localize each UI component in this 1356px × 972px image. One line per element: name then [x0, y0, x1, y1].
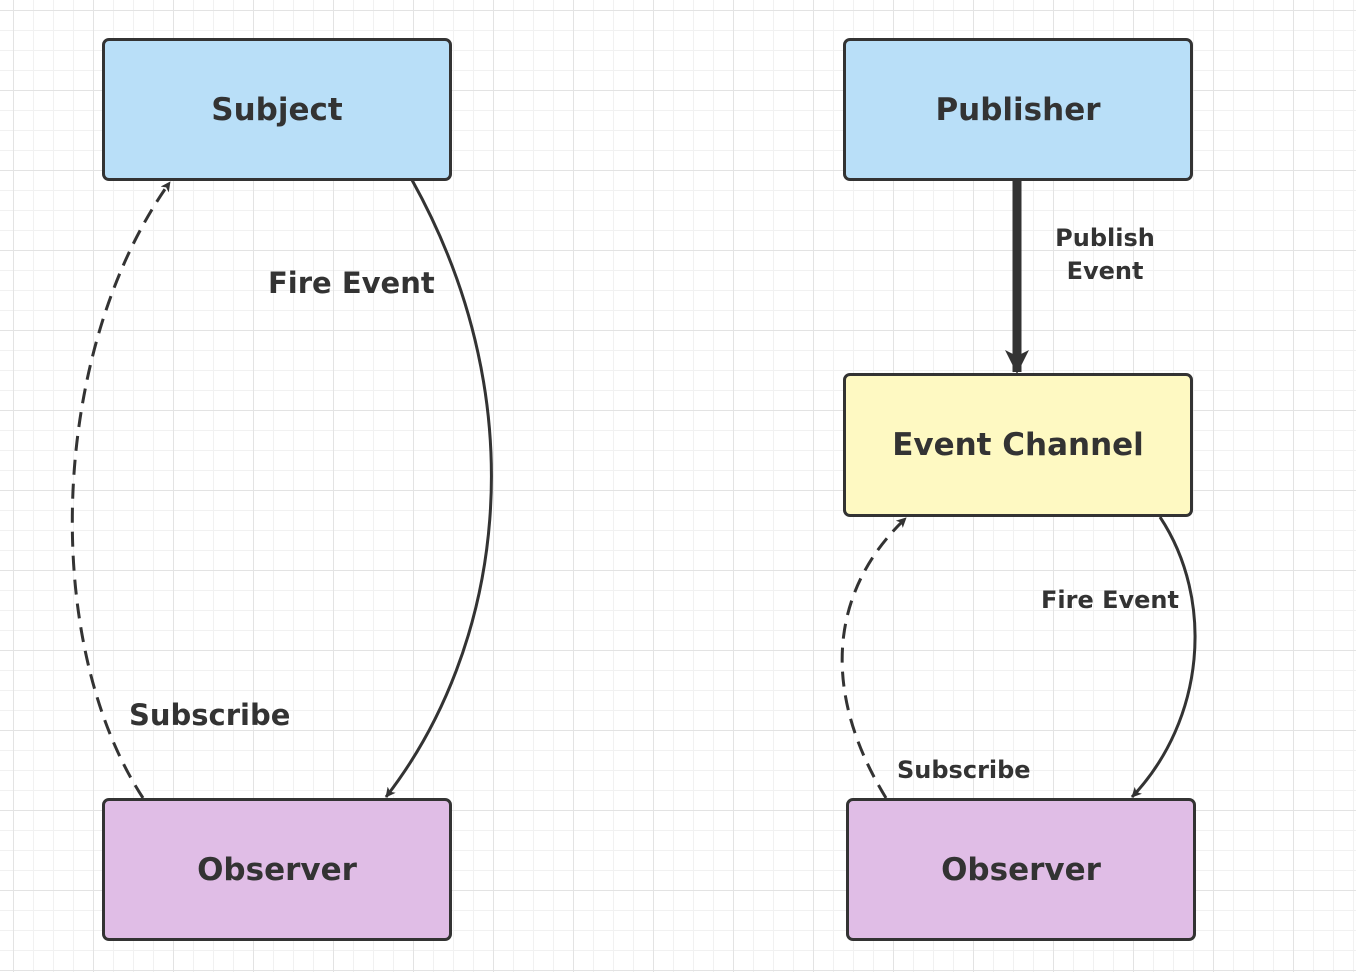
publish-event-label: Publish Event	[1055, 222, 1155, 288]
fire-event-label: Fire Event	[268, 266, 435, 300]
fire-event-arrow	[384, 179, 493, 798]
publish-event-label-line1: Publish	[1055, 224, 1155, 252]
publisher-node: Publisher	[843, 38, 1193, 181]
channel-subscribe-arrow	[840, 516, 908, 799]
event-channel-node: Event Channel	[843, 373, 1193, 517]
subscribe-arrow	[70, 181, 172, 799]
publish-event-label-line2: Event	[1066, 257, 1144, 285]
channel-fire-event-label: Fire Event	[1041, 586, 1179, 614]
subject-node: Subject	[102, 38, 452, 181]
observer-node: Observer	[102, 798, 452, 941]
channel-subscribe-label: Subscribe	[897, 756, 1031, 784]
channel-fire-event-arrow	[1130, 516, 1197, 799]
pubsub-observer-node: Observer	[846, 798, 1196, 941]
subscribe-label: Subscribe	[129, 698, 291, 732]
